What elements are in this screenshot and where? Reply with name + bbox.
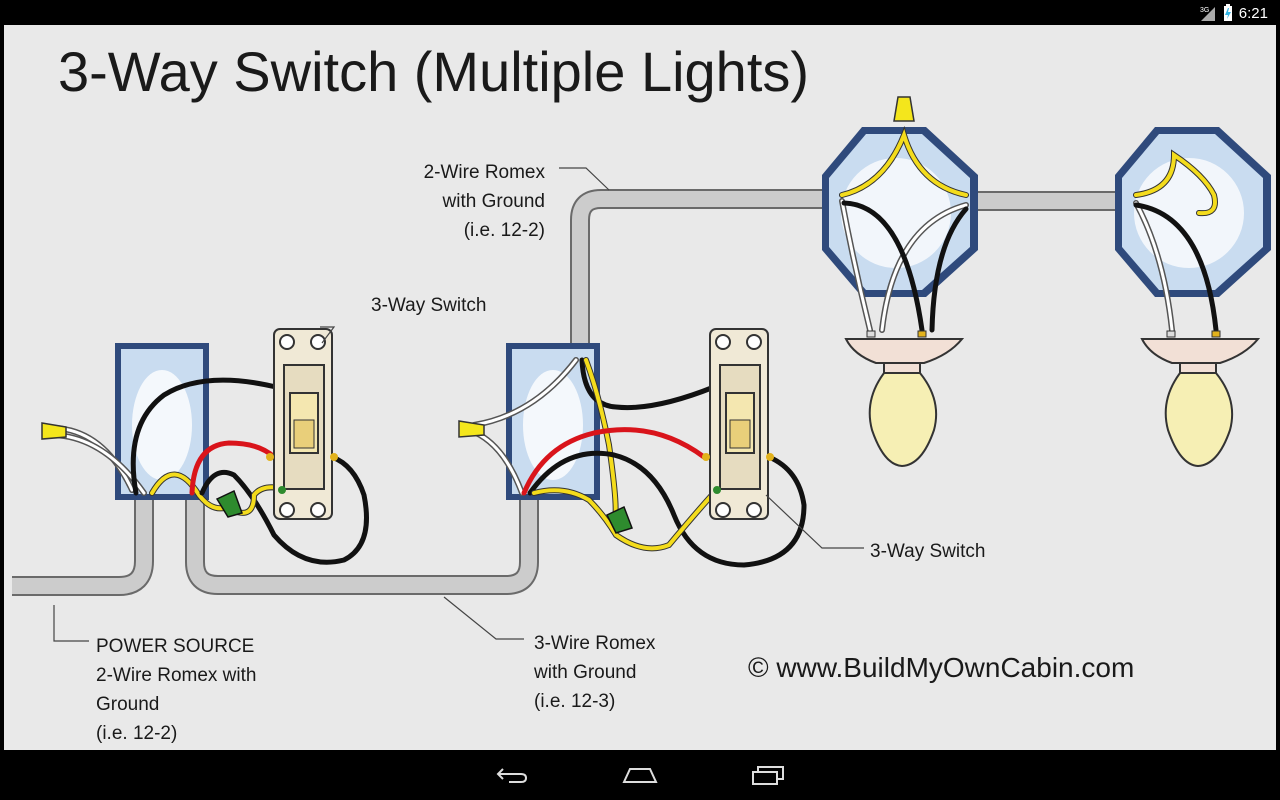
electrical-box-left [115,343,209,500]
cable-2wire-to-lights [570,189,840,358]
wiring-diagram: 3-Way Switch (Multiple Lights) [12,40,1271,744]
light-bulb-1 [844,330,965,468]
label-switch-right: 3-Way Switch [870,541,985,562]
home-button[interactable] [610,758,670,792]
label-switch-left: 3-Way Switch [371,295,486,316]
wires-light-1 [839,125,969,333]
label-3wire-romex: 3-Wire Romex with Ground (i.e. 12-3) [533,633,656,712]
label-2wire-romex-top: 2-Wire Romex with Ground (i.e. 12-2) [424,162,546,241]
wire-nut-yellow-top [893,96,915,122]
diagram-title: 3-Way Switch (Multiple Lights) [58,40,809,103]
back-button[interactable] [482,758,542,792]
copyright-text: © www.BuildMyOwnCabin.com [748,652,1134,683]
recent-apps-icon [752,766,784,785]
light-bulb-2 [1140,330,1261,468]
wire-nut-green-left [215,489,243,518]
svg-text:Ground: Ground [96,694,159,715]
image-viewer[interactable]: 3-Way Switch (Multiple Lights) [4,25,1276,750]
cable-power-source [12,495,154,596]
home-icon [622,768,658,783]
back-arrow-icon [496,768,528,783]
svg-text:3-Wire Romex: 3-Wire Romex [534,633,656,654]
svg-text:with Ground: with Ground [533,662,636,683]
status-time: 6:21 [1238,4,1268,22]
three-way-switch-left [266,328,338,520]
svg-text:(i.e. 12-3): (i.e. 12-3) [534,691,615,712]
svg-text:2-Wire Romex with: 2-Wire Romex with [96,665,256,686]
svg-text:(i.e. 12-2): (i.e. 12-2) [96,723,177,744]
network-3g-icon: 3G [1200,7,1215,21]
status-icons: 3G 6:21 [1199,3,1268,23]
light-box-1 [822,127,978,297]
battery-icon [1223,4,1232,21]
status-bar: 3G 6:21 [0,0,1280,25]
svg-text:3G: 3G [1200,7,1209,14]
label-power-source: POWER SOURCE 2-Wire Romex with Ground (i… [96,636,256,744]
svg-text:2-Wire Romex: 2-Wire Romex [424,162,546,183]
recent-apps-button[interactable] [738,758,798,792]
svg-text:with Ground: with Ground [442,191,545,212]
navigation-bar [0,750,1280,800]
electrical-box-middle [506,343,600,500]
wire-nut-green-middle [605,505,633,534]
svg-text:POWER SOURCE: POWER SOURCE [96,636,254,657]
three-way-switch-right [702,328,774,520]
wire-nut-white-middle [458,420,485,438]
cable-3wire-romex [185,495,539,595]
svg-text:(i.e. 12-2): (i.e. 12-2) [464,220,545,241]
leader-lines [53,167,864,642]
wire-nut-white-left [41,422,67,440]
wires-light-2 [1133,149,1219,333]
